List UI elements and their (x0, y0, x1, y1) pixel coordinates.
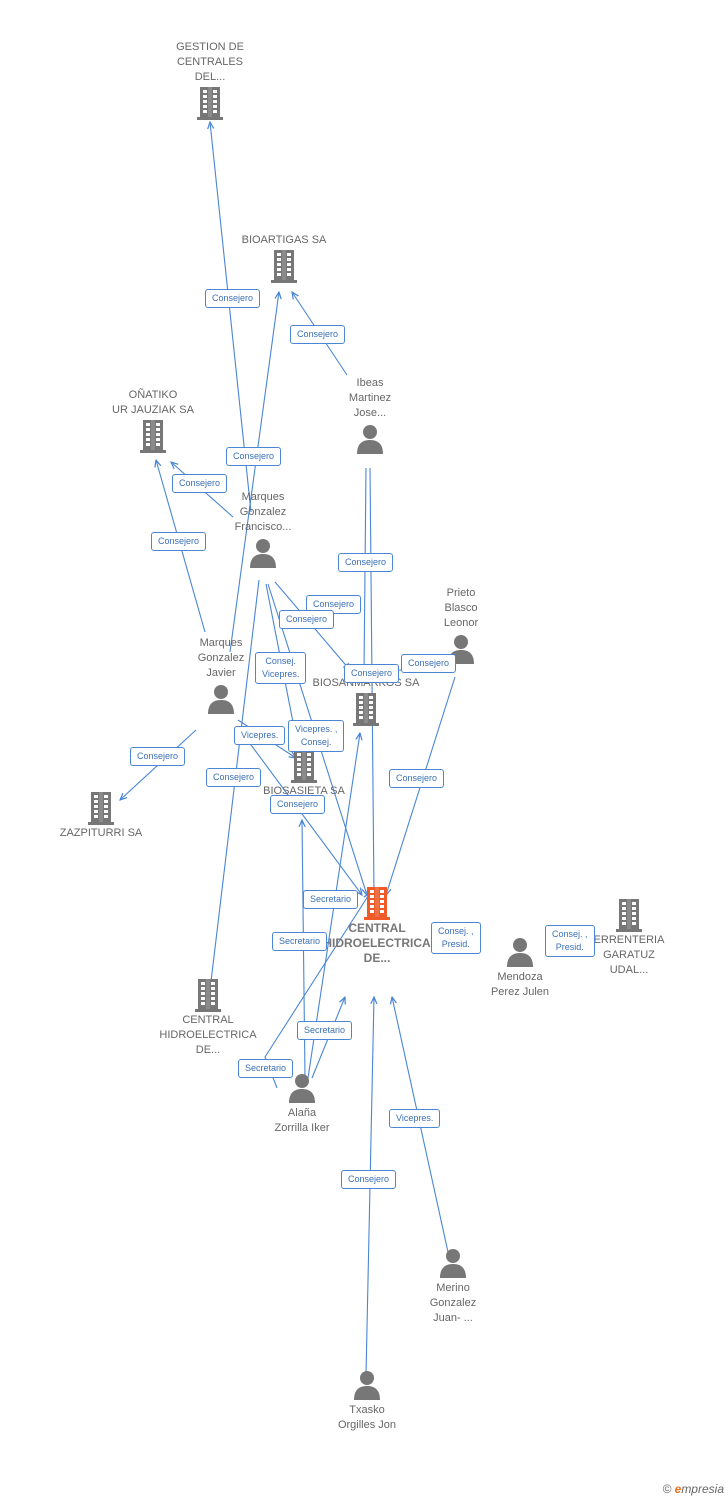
node-ibeas[interactable]: Ibeas Martinez Jose... (295, 376, 445, 457)
person-icon (289, 1074, 315, 1103)
edge-role-label[interactable]: Consejero (341, 1170, 397, 1189)
node-label: Marques Gonzalez Francisco... (234, 491, 292, 533)
edge-role-label[interactable]: Consejero (205, 289, 261, 308)
building-icon (195, 979, 221, 1012)
edge-role-label[interactable]: Secretario (303, 890, 359, 909)
edge-role-label[interactable]: Consejero (338, 553, 394, 572)
building-icon (291, 750, 317, 783)
node-label: ERRENTERIA GARATUZ UDAL... (593, 934, 665, 976)
person-icon (208, 685, 234, 714)
building-icon (197, 87, 223, 120)
person-icon (507, 938, 533, 967)
edge-marques_j-to-bioartigas (229, 292, 279, 653)
node-label: OÑATIKO UR JAUZIAK SA (112, 389, 194, 416)
node-bioartigas[interactable]: BIOARTIGAS SA (209, 233, 359, 284)
brand-name: mpresia (681, 1482, 724, 1496)
node-label: Ibeas Martinez Jose... (348, 377, 392, 419)
node-label: Alaña Zorrilla Iker (274, 1107, 330, 1134)
node-alana[interactable]: Alaña Zorrilla Iker (227, 1070, 377, 1136)
edge-role-label[interactable]: Consejero (401, 654, 457, 673)
node-central2[interactable]: CENTRAL HIDROELECTRICA DE... (133, 977, 283, 1058)
node-label: BIOSASIETA SA (263, 785, 345, 797)
node-label: CENTRAL HIDROELECTRICA DE... (323, 921, 431, 965)
edge-role-label[interactable]: Secretario (297, 1021, 353, 1040)
node-label: Marques Gonzalez Javier (197, 637, 245, 679)
edge-role-label[interactable]: Consejero (290, 325, 346, 344)
node-label: Mendoza Perez Julen (490, 971, 550, 998)
node-label: GESTION DE CENTRALES DEL... (176, 41, 244, 83)
node-gestion[interactable]: GESTION DE CENTRALES DEL... (135, 40, 285, 121)
node-txasko[interactable]: Txasko Orgilles Jon (292, 1367, 442, 1433)
node-label: BIOARTIGAS SA (241, 234, 327, 246)
node-label: ZAZPITURRI SA (59, 827, 143, 839)
edge-role-label[interactable]: Consejero (270, 795, 326, 814)
node-label: Txasko Orgilles Jon (337, 1404, 397, 1431)
person-icon (250, 539, 276, 568)
building-icon (616, 899, 642, 932)
node-label: Prieto Blasco Leonor (443, 587, 479, 629)
edge-role-label[interactable]: Consej. , Presid. (545, 925, 595, 957)
copyright-symbol: © (662, 1482, 672, 1496)
person-icon (357, 425, 383, 454)
node-mendoza[interactable]: Mendoza Perez Julen (445, 934, 595, 1000)
edge-role-label[interactable]: Consej. Vicepres. (255, 652, 307, 684)
node-errenteria[interactable]: ERRENTERIA GARATUZ UDAL... (554, 897, 704, 978)
node-onatiko[interactable]: OÑATIKO UR JAUZIAK SA (78, 388, 228, 454)
building-icon (364, 887, 390, 920)
edge-role-label[interactable]: Consejero (130, 747, 186, 766)
brand-logo[interactable]: © empresia (662, 1482, 724, 1496)
building-icon (353, 693, 379, 726)
node-biosasieta[interactable]: BIOSASIETA SA (229, 748, 379, 799)
node-central_main[interactable]: CENTRAL HIDROELECTRICA DE... (302, 885, 452, 966)
node-marques_f[interactable]: Marques Gonzalez Francisco... (188, 490, 338, 571)
edge-role-label[interactable]: Vicepres. , Consej. (288, 720, 345, 752)
person-icon (440, 1249, 466, 1278)
edge-role-label[interactable]: Consejero (172, 474, 228, 493)
person-icon (354, 1371, 380, 1400)
building-icon (88, 792, 114, 825)
node-marques_j[interactable]: Marques Gonzalez Javier (146, 636, 296, 717)
node-prieto[interactable]: Prieto Blasco Leonor (386, 586, 536, 667)
node-zazpiturri[interactable]: ZAZPITURRI SA (26, 790, 176, 841)
edge-role-label[interactable]: Consejero (279, 610, 335, 629)
edge-role-label[interactable]: Consejero (151, 532, 207, 551)
building-icon (140, 420, 166, 453)
edge-role-label[interactable]: Consejero (226, 447, 282, 466)
edge-role-label[interactable]: Consejero (389, 769, 445, 788)
brand-initial: e (674, 1482, 682, 1496)
edge-role-label[interactable]: Consejero (344, 664, 400, 683)
node-label: CENTRAL HIDROELECTRICA DE... (159, 1014, 257, 1056)
edge-role-label[interactable]: Vicepres. (234, 726, 286, 745)
edge-role-label[interactable]: Consej. , Presid. (431, 922, 481, 954)
node-label: Merino Gonzalez Juan- ... (429, 1282, 477, 1324)
edge-role-label[interactable]: Consejero (206, 768, 262, 787)
building-icon (271, 250, 297, 283)
node-merino[interactable]: Merino Gonzalez Juan- ... (378, 1245, 528, 1326)
edge-role-label[interactable]: Secretario (272, 932, 328, 951)
edge-role-label[interactable]: Vicepres. (389, 1109, 441, 1128)
edge-role-label[interactable]: Secretario (238, 1059, 294, 1078)
